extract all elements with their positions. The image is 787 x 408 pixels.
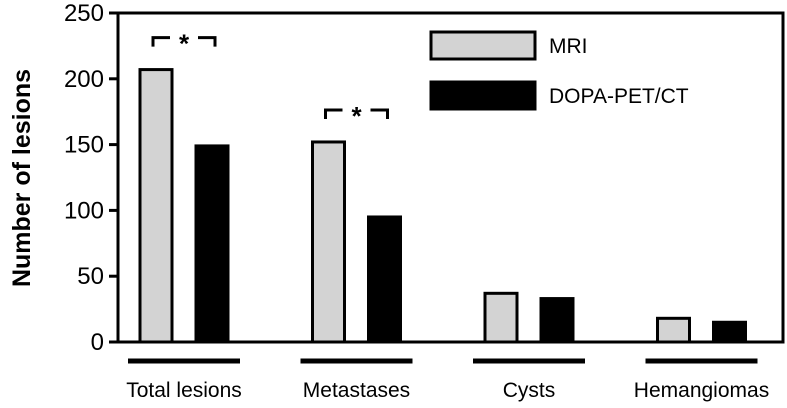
- legend: MRI DOPA-PET/CT: [429, 30, 689, 111]
- bar-mri: [483, 291, 519, 344]
- bar-dopa-pet-ct: [367, 215, 402, 344]
- axes: 0 50 100 150 200 250: [64, 0, 785, 356]
- bar-mri: [311, 140, 346, 344]
- bar-dopa-pet-ct: [712, 320, 747, 344]
- y-tick-label: 50: [77, 263, 104, 290]
- legend-label: MRI: [549, 35, 588, 58]
- category-label: Cysts: [503, 379, 556, 402]
- category-labels: Total lesions Metastases Cysts Hemangiomas: [126, 358, 769, 402]
- y-tick-label: 100: [64, 197, 104, 224]
- bars: [138, 68, 747, 344]
- bar-dopa-pet-ct: [194, 144, 230, 344]
- bar-dopa-pet-ct: [539, 297, 575, 344]
- y-axis-label: Number of lesions: [8, 69, 36, 287]
- y-tick-label: 250: [64, 0, 104, 27]
- y-tick-label: 0: [91, 329, 104, 356]
- bracket-gap: [342, 105, 371, 114]
- bracket-gap: [170, 33, 198, 42]
- legend-label: DOPA-PET/CT: [549, 85, 689, 108]
- category-label: Total lesions: [126, 379, 242, 402]
- bar-mri: [138, 68, 174, 344]
- legend-swatch: [429, 30, 537, 61]
- category-label: Metastases: [303, 379, 410, 402]
- y-tick-label: 200: [64, 66, 104, 93]
- legend-swatch: [429, 80, 537, 111]
- significance-annotations: **: [151, 29, 389, 131]
- bar-mri: [656, 316, 691, 344]
- plot-frame: [116, 11, 785, 344]
- category-label: Hemangiomas: [634, 379, 769, 402]
- significance-star: *: [351, 101, 362, 131]
- y-tick-label: 150: [64, 132, 104, 159]
- significance-star: *: [179, 29, 190, 59]
